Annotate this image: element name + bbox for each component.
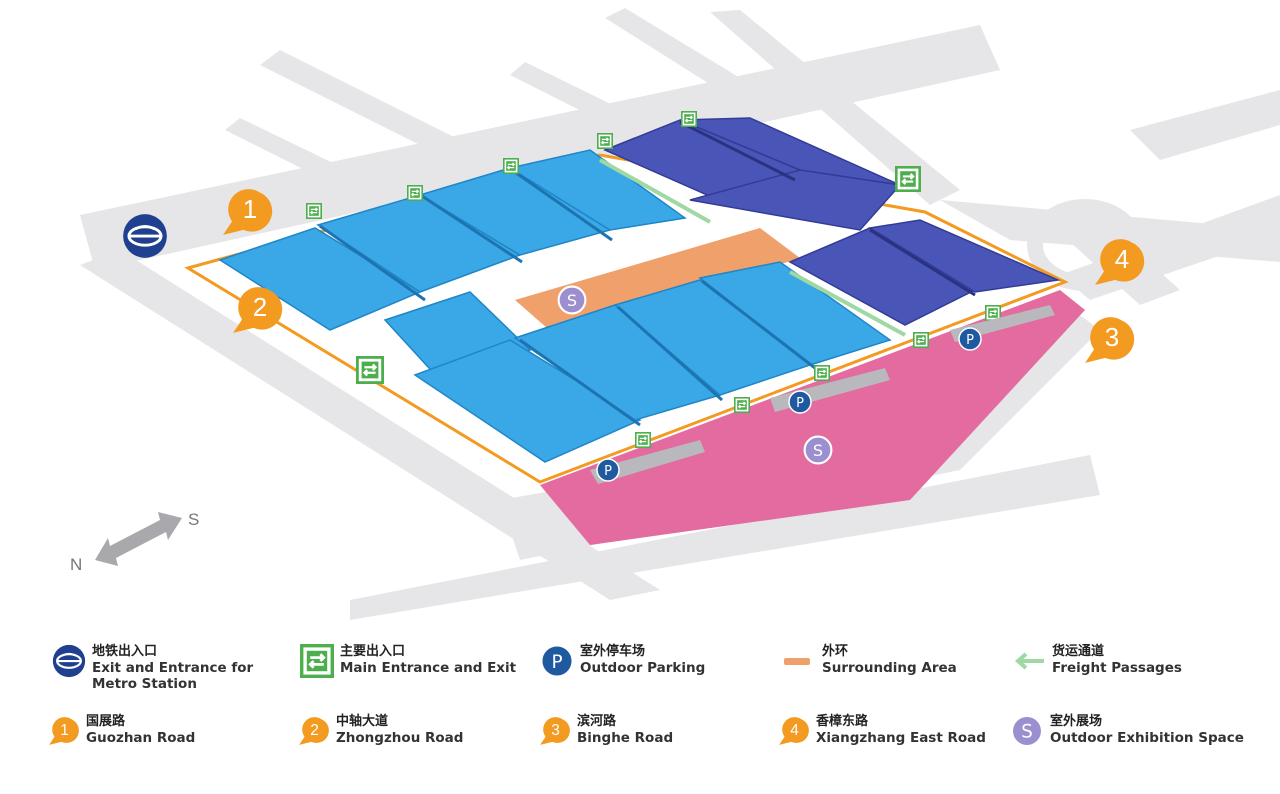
road-ramp bbox=[1130, 90, 1280, 160]
hall-6 bbox=[413, 339, 642, 463]
metro-icon bbox=[52, 644, 86, 678]
legend-cn: 中轴大道 bbox=[336, 714, 389, 729]
entrance-exit-icon bbox=[681, 111, 697, 127]
halls-dark-blue bbox=[603, 117, 1061, 326]
exhibition-site-map: P S bbox=[70, 8, 1280, 620]
outdoor-exhibition-icon bbox=[1010, 714, 1044, 748]
side-street-4 bbox=[605, 8, 760, 100]
parking-icon bbox=[540, 644, 574, 678]
freight-passages bbox=[599, 158, 906, 337]
legend-en: Guozhan Road bbox=[86, 730, 196, 746]
entrance-exit-icon bbox=[913, 332, 929, 348]
legend-en: Outdoor Parking bbox=[580, 660, 706, 676]
road-badge-2-label: 2 bbox=[253, 292, 267, 322]
hall-dark-5 bbox=[867, 219, 1061, 293]
legend-cn: 货运通道 bbox=[1052, 644, 1105, 659]
legend-en: Main Entrance and Exit bbox=[340, 660, 517, 676]
legend-en: Freight Passages bbox=[1052, 660, 1182, 676]
road-badge-4-icon: 4 bbox=[779, 717, 809, 745]
entrance-exit-icon bbox=[734, 397, 750, 413]
halls-light-blue bbox=[218, 149, 892, 463]
svg-text:4: 4 bbox=[790, 722, 799, 739]
hall-roof-ridges bbox=[319, 168, 816, 427]
freight-arrow-icon bbox=[789, 270, 906, 337]
legend-en: Xiangzhang East Road bbox=[816, 730, 986, 746]
compass: N S bbox=[70, 510, 199, 574]
legend-item-binghe: 3 滨河路 Binghe Road bbox=[537, 714, 673, 748]
road-badge-3: 3 bbox=[1085, 317, 1135, 363]
road-badges: 1 2 3 4 bbox=[223, 189, 1145, 363]
compass-arrow-icon bbox=[95, 512, 182, 566]
compass-north: N bbox=[70, 555, 82, 574]
legend-item-outdoor-exhibition: 室外展场 Outdoor Exhibition Space bbox=[1010, 714, 1244, 748]
legend-item-metro: 地铁出入口 Exit and Entrance for Metro Statio… bbox=[52, 644, 253, 692]
outdoor-exhibition-marker bbox=[557, 285, 587, 315]
road-badge-3-label: 3 bbox=[1105, 322, 1119, 352]
legend-cn: 室外展场 bbox=[1050, 714, 1103, 729]
road-badge-4-label: 4 bbox=[1115, 244, 1129, 274]
dark-hall-roof-ridges bbox=[679, 120, 976, 297]
legend-en: Surrounding Area bbox=[822, 660, 957, 676]
legend-cn: 外环 bbox=[822, 644, 849, 659]
road-badge-1-icon: 1 bbox=[49, 717, 79, 745]
legend-item-guozhan: 1 国展路 Guozhan Road bbox=[46, 714, 195, 748]
legend-en: Outdoor Exhibition Space bbox=[1050, 730, 1244, 746]
legend-en: Zhongzhou Road bbox=[336, 730, 464, 746]
hall-4 bbox=[508, 149, 687, 231]
surrounding-area-icon bbox=[784, 658, 810, 665]
side-street-3 bbox=[510, 62, 680, 148]
entrance-exit-icon bbox=[597, 133, 613, 149]
parking-icon bbox=[596, 458, 620, 482]
freight-arrow-icon bbox=[599, 158, 711, 224]
entrance-exit-icon bbox=[814, 365, 830, 381]
legend-cn: 国展路 bbox=[86, 714, 126, 729]
road-badge-1: 1 bbox=[223, 189, 273, 235]
entrance-exit-icon bbox=[503, 158, 519, 174]
entrance-exit-icon bbox=[356, 356, 384, 384]
compass-south: S bbox=[188, 510, 199, 529]
freight-arrow-icon bbox=[1014, 652, 1044, 670]
entrance-exit-icon bbox=[407, 185, 423, 201]
side-street-5 bbox=[710, 10, 960, 205]
central-surrounding-area bbox=[515, 228, 800, 335]
road-badge-1-label: 1 bbox=[243, 194, 257, 224]
svg-text:2: 2 bbox=[310, 722, 319, 739]
legend-en: Exit and Entrance for bbox=[92, 660, 254, 676]
outdoor-exhibition-space-pink bbox=[540, 290, 1085, 545]
legend-cn: 香樟东路 bbox=[816, 714, 869, 729]
parking-icon bbox=[958, 327, 982, 351]
legend-en: Metro Station bbox=[92, 676, 197, 692]
entrance-exit-icon bbox=[635, 432, 651, 448]
entrance-exit-icon bbox=[300, 644, 334, 678]
road-badge-4: 4 bbox=[1095, 239, 1145, 285]
legend-cn: 地铁出入口 bbox=[92, 644, 158, 659]
road-badge-2: 2 bbox=[233, 287, 283, 333]
svg-text:3: 3 bbox=[551, 722, 560, 739]
side-street-1 bbox=[225, 118, 420, 215]
legend-cn: 滨河路 bbox=[577, 714, 617, 729]
entrance-exit-icon bbox=[306, 203, 322, 219]
legend: 地铁出入口 Exit and Entrance for Metro Statio… bbox=[0, 630, 1280, 794]
legend-en: Binghe Road bbox=[577, 730, 674, 746]
outdoor-exhibition-marker bbox=[803, 435, 833, 465]
legend-item-xiangzhang: 4 香樟东路 Xiangzhang East Road bbox=[776, 714, 986, 748]
road-badge-2-icon: 2 bbox=[299, 717, 329, 745]
legend-item-parking: 室外停车场 Outdoor Parking bbox=[540, 644, 705, 678]
road-badge-3-icon: 3 bbox=[540, 717, 570, 745]
legend-cn: 主要出入口 bbox=[340, 644, 406, 659]
legend-cn: 室外停车场 bbox=[580, 644, 646, 659]
side-street-2 bbox=[260, 50, 520, 180]
metro-station-marker bbox=[122, 213, 168, 259]
svg-text:1: 1 bbox=[60, 722, 69, 739]
entrance-exit-icon bbox=[895, 166, 921, 192]
legend-item-freight: 货运通道 Freight Passages bbox=[1012, 644, 1182, 678]
legend-item-zhongzhou: 2 中轴大道 Zhongzhou Road bbox=[296, 714, 463, 748]
legend-item-surrounding: 外环 Surrounding Area bbox=[782, 644, 957, 678]
legend-item-entrance: 主要出入口 Main Entrance and Exit bbox=[300, 644, 516, 678]
parking-icon bbox=[788, 390, 812, 414]
